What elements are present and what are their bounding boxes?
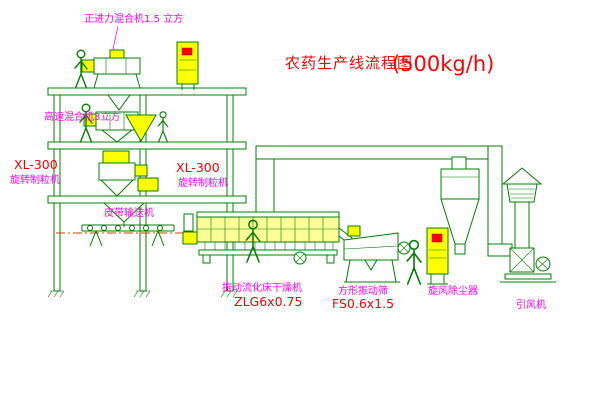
granulator-xl300 (98, 150, 159, 227)
top-mixer-equipment (81, 25, 141, 111)
label-fan: 引风机 (516, 298, 546, 311)
label-screen: 方形振动筛 (338, 284, 388, 297)
cyclone-inlet-branch (451, 156, 467, 170)
label-granulator-left-model: XL-300 (14, 157, 58, 172)
label-floor2-mixer: 高速混合机3立方 (44, 110, 120, 123)
stack-pipe (514, 201, 530, 253)
label-granulator-center-model: XL-300 (176, 160, 220, 175)
vibrating-screen (338, 225, 411, 283)
induced-draft-fan (487, 243, 556, 283)
label-leader-line (111, 25, 119, 55)
exhaust-duct (255, 145, 503, 253)
motor (134, 164, 148, 177)
dust-outlet (454, 243, 466, 255)
transfer-chute (183, 213, 194, 232)
belt-conveyor (81, 213, 194, 247)
discharge-cone (107, 94, 131, 111)
label-dryer-model: ZLG6x0.75 (234, 294, 302, 309)
person-figure (157, 111, 169, 143)
discharge-cone (100, 129, 134, 143)
diagram-title: 农药生产线流程图 (285, 54, 413, 72)
dryer-riser-duct (255, 157, 275, 215)
diagram-capacity: (500kg/h) (392, 52, 494, 76)
cabinet-display (181, 47, 193, 56)
fluid-bed-dryer (182, 211, 340, 265)
high-speed-mixer (83, 111, 157, 143)
fan-base (504, 273, 552, 280)
downcomer-duct (487, 145, 503, 253)
ground-hatch (47, 290, 65, 298)
motor (182, 231, 198, 245)
building-frame (47, 87, 258, 298)
louvers (509, 188, 535, 199)
discharge-cone (99, 179, 135, 197)
stack-cap (501, 167, 543, 185)
control-cabinet-top (176, 41, 199, 90)
control-cabinet-field (426, 227, 449, 285)
fan-inlet (487, 243, 513, 257)
discharge-cone (364, 259, 378, 271)
v-hopper (125, 114, 157, 143)
feed-hopper (102, 202, 146, 223)
label-conveyor: 皮带输送机 (104, 206, 154, 219)
label-granulator-left-name: 旋转制粒机 (10, 173, 60, 186)
label-top-mixer: 正进力混合机1.5 立方 (84, 12, 183, 25)
vent-stack (501, 167, 543, 253)
cabinet-display (431, 233, 443, 243)
label-granulator-center-name: 旋转制粒机 (178, 176, 228, 189)
ground-hatch (220, 290, 238, 298)
spring-mounts (204, 242, 334, 250)
ground-hatch (133, 290, 151, 298)
label-screen-model: FS0.6x1.5 (332, 296, 394, 311)
label-dryer: 振动流化床干燥机 (222, 281, 302, 294)
label-cyclone: 旋风除尘器 (428, 284, 478, 297)
cyclone-separator (440, 168, 480, 255)
motor (81, 59, 95, 73)
